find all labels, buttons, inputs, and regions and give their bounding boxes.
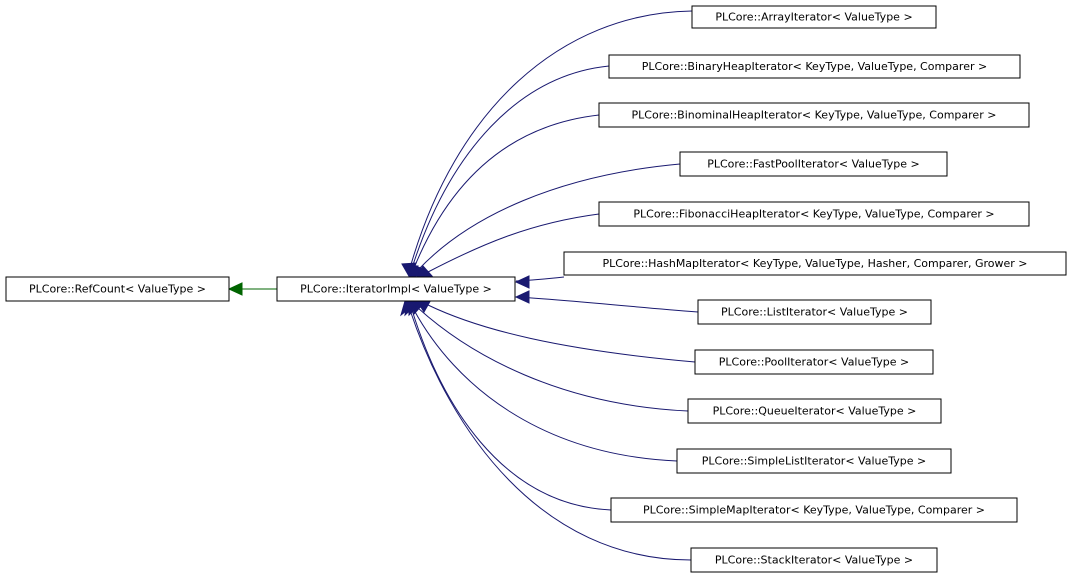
node-label: PLCore::BinominalHeapIterator< KeyType, … — [632, 109, 997, 122]
arrowhead-refcount — [227, 282, 243, 296]
node-label: PLCore::SimpleMapIterator< KeyType, Valu… — [643, 504, 985, 517]
edge-stack — [409, 309, 692, 561]
node-label: PLCore::StackIterator< ValueType > — [715, 554, 913, 567]
node-stack-iterator[interactable]: PLCore::StackIterator< ValueType > — [690, 547, 938, 573]
arrowhead-stack — [400, 300, 417, 317]
node-list-iterator[interactable]: PLCore::ListIterator< ValueType > — [697, 299, 932, 325]
arrowhead-hashmap — [514, 275, 530, 289]
node-label: PLCore::RefCount< ValueType > — [29, 283, 206, 296]
base-edge-group — [227, 282, 277, 296]
edge-list — [515, 296, 699, 313]
node-label: PLCore::FastPoolIterator< ValueType > — [707, 158, 920, 171]
edge-binaryheap — [411, 65, 610, 269]
node-iteratorimpl[interactable]: PLCore::IteratorImpl< ValueType > — [276, 276, 516, 302]
node-label: PLCore::HashMapIterator< KeyType, ValueT… — [602, 257, 1027, 270]
node-label: PLCore::FibonacciHeapIterator< KeyType, … — [633, 208, 994, 221]
node-array-iterator[interactable]: PLCore::ArrayIterator< ValueType > — [691, 5, 937, 29]
node-label: PLCore::IteratorImpl< ValueType > — [300, 283, 492, 296]
node-simplelist-iterator[interactable]: PLCore::SimpleListIterator< ValueType > — [676, 448, 952, 474]
node-fibonacciheap-iterator[interactable]: PLCore::FibonacciHeapIterator< KeyType, … — [598, 201, 1030, 227]
edge-queue — [417, 307, 689, 412]
edge-binominalheap — [413, 114, 600, 269]
node-pool-iterator[interactable]: PLCore::PoolIterator< ValueType > — [694, 349, 934, 375]
node-label: PLCore::SimpleListIterator< ValueType > — [702, 455, 926, 468]
inheritance-arrowheads — [400, 262, 530, 317]
node-label: PLCore::PoolIterator< ValueType > — [719, 356, 909, 369]
node-label: PLCore::BinaryHeapIterator< KeyType, Val… — [642, 60, 987, 73]
inheritance-edges — [409, 10, 699, 561]
edge-fibonacciheap — [427, 213, 600, 273]
edge-pool — [427, 304, 696, 363]
edge-fastpool — [417, 163, 681, 271]
node-binaryheap-iterator[interactable]: PLCore::BinaryHeapIterator< KeyType, Val… — [608, 54, 1021, 79]
node-label: PLCore::ListIterator< ValueType > — [721, 306, 908, 319]
node-refcount[interactable]: PLCore::RefCount< ValueType > — [5, 276, 230, 302]
node-label: PLCore::QueueIterator< ValueType > — [713, 405, 917, 418]
node-simplemap-iterator[interactable]: PLCore::SimpleMapIterator< KeyType, Valu… — [610, 497, 1018, 523]
node-hashmap-iterator[interactable]: PLCore::HashMapIterator< KeyType, ValueT… — [563, 251, 1067, 276]
node-label: PLCore::ArrayIterator< ValueType > — [715, 11, 912, 24]
edge-simplelist — [413, 309, 678, 462]
node-queue-iterator[interactable]: PLCore::QueueIterator< ValueType > — [687, 398, 942, 424]
edge-array — [409, 10, 693, 269]
edge-simplemap — [411, 309, 612, 511]
node-fastpool-iterator[interactable]: PLCore::FastPoolIterator< ValueType > — [679, 151, 948, 177]
node-binominalheap-iterator[interactable]: PLCore::BinominalHeapIterator< KeyType, … — [598, 102, 1030, 128]
arrowhead-list — [514, 290, 530, 304]
